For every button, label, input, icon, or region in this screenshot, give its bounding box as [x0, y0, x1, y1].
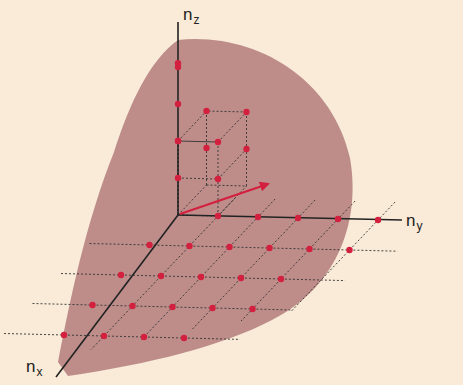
lattice-point [129, 303, 135, 309]
lattice-point [203, 108, 209, 114]
grid-line [207, 185, 247, 186]
grid-line [178, 141, 218, 142]
sphere-octant [58, 39, 353, 376]
axes [56, 22, 402, 377]
grid-line [178, 111, 207, 141]
lattice-point [101, 333, 107, 339]
wave-vector-arrow [180, 184, 268, 214]
grid-line [178, 178, 218, 179]
grid-line [141, 199, 275, 340]
grid-line [218, 186, 247, 216]
axis-label: ny [406, 212, 422, 229]
lattice-point [61, 332, 67, 338]
lattice-point [181, 335, 187, 341]
lattice-point [295, 215, 301, 221]
grid-line [241, 201, 355, 321]
grid-line [178, 141, 218, 142]
grid-line [91, 198, 235, 350]
axis-label: nz [183, 6, 199, 23]
axis-symbol: n [406, 211, 415, 230]
lattice-point [243, 146, 249, 152]
lattice-point [238, 275, 244, 281]
lattice-point [335, 216, 341, 222]
grid-line [61, 274, 345, 281]
lattice-point [141, 334, 147, 340]
axis-symbol: n [183, 5, 192, 24]
lattice-point [203, 145, 209, 151]
lattice-point [146, 242, 152, 248]
lattice-point [243, 109, 249, 115]
lattice-point [375, 217, 381, 223]
lattice-point [175, 138, 181, 144]
lattice-point [175, 138, 181, 144]
lattice-points [61, 60, 381, 341]
grid-line [4, 334, 240, 340]
lattice-point [175, 175, 181, 181]
lattice-point [169, 304, 175, 310]
grid-line [218, 112, 247, 142]
lattice-point [215, 213, 221, 219]
lattice-point [215, 139, 221, 145]
lattice-point [198, 274, 204, 280]
axis-subscript: y [416, 219, 422, 233]
lattice-point [255, 214, 261, 220]
grid-line [191, 200, 315, 331]
grid-line [218, 149, 247, 179]
lattice-point [226, 244, 232, 250]
lattice-point [306, 246, 312, 252]
lattice-point [186, 243, 192, 249]
lattice-point [158, 273, 164, 279]
lattice-point [209, 305, 215, 311]
axis-symbol: n [26, 357, 35, 376]
axis-subscript: z [193, 13, 199, 27]
lattice-point [249, 306, 255, 312]
lattice-point [175, 101, 181, 107]
lattice-point [346, 247, 352, 253]
axis-label: nx [26, 358, 42, 375]
lattice-point [118, 272, 124, 278]
lattice-point [175, 60, 181, 66]
lattice-grid [4, 111, 398, 350]
lattice-point [89, 302, 95, 308]
axis-subscript: x [36, 365, 42, 379]
lattice-point [278, 276, 284, 282]
lattice-point [215, 176, 221, 182]
grid-line [207, 111, 247, 112]
lattice-point [266, 245, 272, 251]
